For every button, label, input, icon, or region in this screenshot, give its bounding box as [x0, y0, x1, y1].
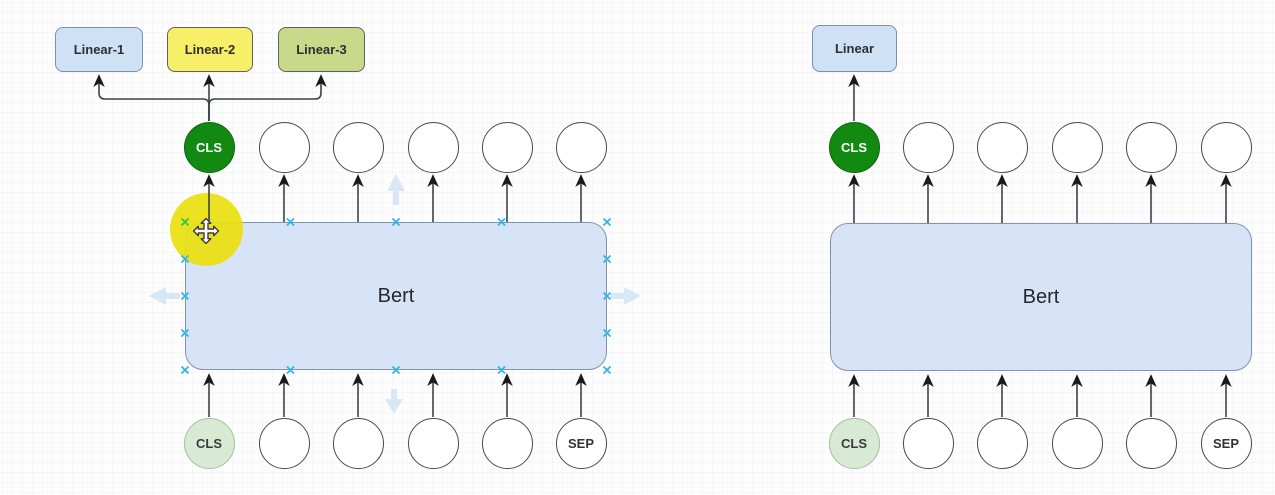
bert-label-right: Bert [1022, 285, 1060, 308]
input-token-circle[interactable] [1051, 417, 1103, 469]
output-token-circle[interactable] [481, 121, 533, 173]
output-token-circle[interactable] [1051, 121, 1103, 173]
input-sep-label-left: SEP [567, 435, 594, 451]
linear-3-node[interactable]: Linear-3 [278, 27, 365, 72]
input-token-circle[interactable] [407, 417, 459, 469]
output-token-circle[interactable] [902, 121, 954, 173]
output-token-circle[interactable] [976, 121, 1028, 173]
output-token-circle[interactable] [1125, 121, 1177, 173]
input-token-circle[interactable] [258, 417, 310, 469]
move-cursor-icon [192, 217, 220, 245]
arrows-bert-to-outputs-right[interactable] [848, 174, 1232, 223]
output-token-circle[interactable] [555, 121, 607, 173]
input-sep-node-right[interactable]: SEP [1200, 417, 1252, 469]
direction-up-icon[interactable] [387, 174, 405, 205]
input-token-circle[interactable] [902, 417, 954, 469]
input-token-circle[interactable] [1125, 417, 1177, 469]
output-cls-node-left[interactable]: CLS [183, 121, 235, 173]
input-cls-node-right[interactable]: CLS [828, 417, 880, 469]
bert-node-right[interactable]: Bert [830, 223, 1252, 371]
linear-node-right[interactable]: Linear [812, 25, 897, 72]
arrows-inputs-to-bert-right[interactable] [848, 374, 1232, 417]
input-sep-label-right: SEP [1212, 435, 1239, 451]
input-cls-label-right: CLS [841, 435, 867, 451]
linear-label-right: Linear [834, 41, 874, 56]
direction-left-icon[interactable] [149, 287, 180, 305]
linear-1-label: Linear-1 [73, 42, 125, 57]
input-token-circle[interactable] [481, 417, 533, 469]
output-token-circle[interactable] [407, 121, 459, 173]
output-cls-label-left: CLS [196, 139, 222, 155]
linear-2-label: Linear-2 [184, 42, 236, 57]
output-token-circle[interactable] [332, 121, 384, 173]
direction-right-icon[interactable] [610, 287, 641, 305]
output-token-circle[interactable] [1200, 121, 1252, 173]
input-token-circle[interactable] [976, 417, 1028, 469]
linear-1-node[interactable]: Linear-1 [55, 27, 143, 72]
output-cls-node-right[interactable]: CLS [828, 121, 880, 173]
bert-node-left[interactable]: Bert [185, 222, 607, 370]
arrows-inputs-to-bert-left[interactable] [203, 373, 587, 417]
output-cls-label-right: CLS [841, 139, 867, 155]
bert-label-left: Bert [377, 284, 415, 307]
input-sep-node-left[interactable]: SEP [555, 417, 607, 469]
input-token-circle[interactable] [332, 417, 384, 469]
direction-down-icon[interactable] [385, 389, 403, 414]
arrows-bert-to-outputs-left[interactable] [203, 174, 587, 222]
linear-2-node[interactable]: Linear-2 [167, 27, 253, 72]
arrow-cls-to-linear-heads[interactable] [93, 74, 327, 121]
input-cls-label-left: CLS [196, 435, 222, 451]
output-token-circle[interactable] [258, 121, 310, 173]
linear-3-label: Linear-3 [296, 42, 347, 57]
input-cls-node-left[interactable]: CLS [183, 417, 235, 469]
